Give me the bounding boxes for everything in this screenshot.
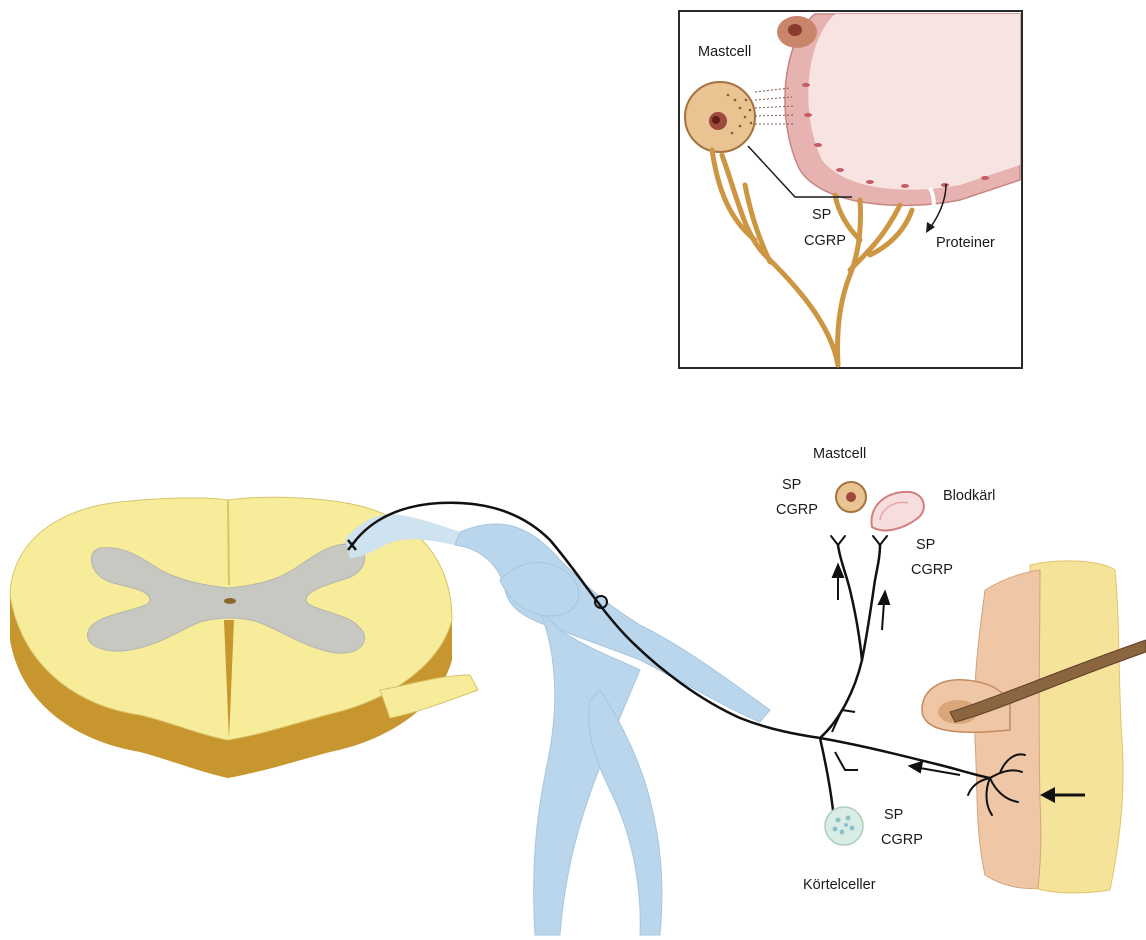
label-sp-gland: SP [884,807,903,823]
inset-label-proteiner: Proteiner [936,235,995,251]
label-mastcell: Mastcell [813,446,866,462]
inset-label-sp: SP [812,207,831,223]
label-blodkarl: Blodkärl [943,488,995,504]
inset-label-mastcell: Mastcell [698,44,751,60]
spinal-cord [10,497,478,778]
label-kortelceller: Körtelceller [803,877,876,893]
dorsal-root-ganglion [455,524,770,935]
main-blood-vessel [871,492,923,531]
label-cgrp-mastcell: CGRP [776,502,818,518]
inset-label-cgrp: CGRP [804,233,846,249]
label-sp-mastcell: SP [782,477,801,493]
main-mastcell [836,482,866,512]
inset-panel: Mastcell SP CGRP Proteiner [679,11,1022,368]
gland-cells [825,807,863,845]
label-cgrp-vessel: CGRP [911,562,953,578]
label-sp-vessel: SP [916,537,935,553]
skin-section [922,561,1146,893]
label-cgrp-gland: CGRP [881,832,923,848]
